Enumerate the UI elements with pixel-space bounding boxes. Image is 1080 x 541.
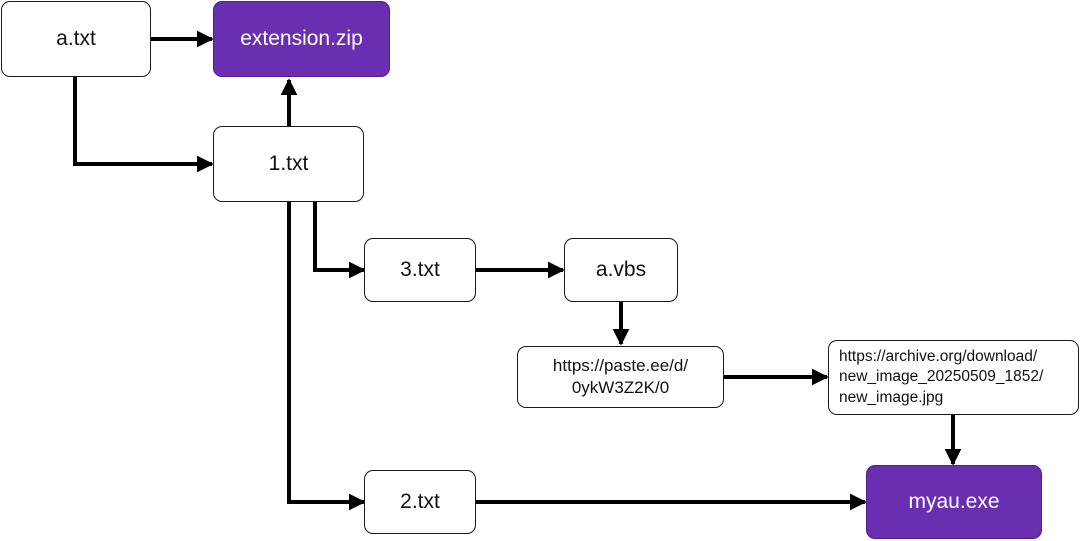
node-label: extension.zip (240, 27, 363, 51)
node-label: a.txt (56, 27, 96, 51)
node-label: 3.txt (400, 258, 440, 282)
edge-1-txt-to-2-txt (287, 202, 366, 511)
node-a-vbs: a.vbs (564, 238, 678, 302)
node-label: 2.txt (400, 490, 440, 514)
node-a-txt: a.txt (1, 1, 151, 77)
node-myau-exe: myau.exe (866, 465, 1042, 539)
node-label: a.vbs (595, 258, 647, 282)
node-label: 1.txt (268, 152, 309, 176)
node-3-txt: 3.txt (364, 238, 476, 302)
node-label: https://archive.org/download/ new_image_… (839, 347, 1044, 406)
node-2-txt: 2.txt (364, 470, 476, 534)
edge-1-txt-to-3-txt (313, 202, 366, 279)
node-1-txt: 1.txt (213, 126, 364, 202)
node-label: myau.exe (908, 490, 1000, 514)
edge-a-txt-to-1-txt (73, 77, 214, 173)
node-label: https://paste.ee/d/ 0ykW3Z2K/0 (552, 355, 689, 397)
node-extension-zip: extension.zip (213, 1, 390, 77)
node-paste-url: https://paste.ee/d/ 0ykW3Z2K/0 (517, 346, 724, 408)
node-archive-url: https://archive.org/download/ new_image_… (828, 340, 1079, 415)
